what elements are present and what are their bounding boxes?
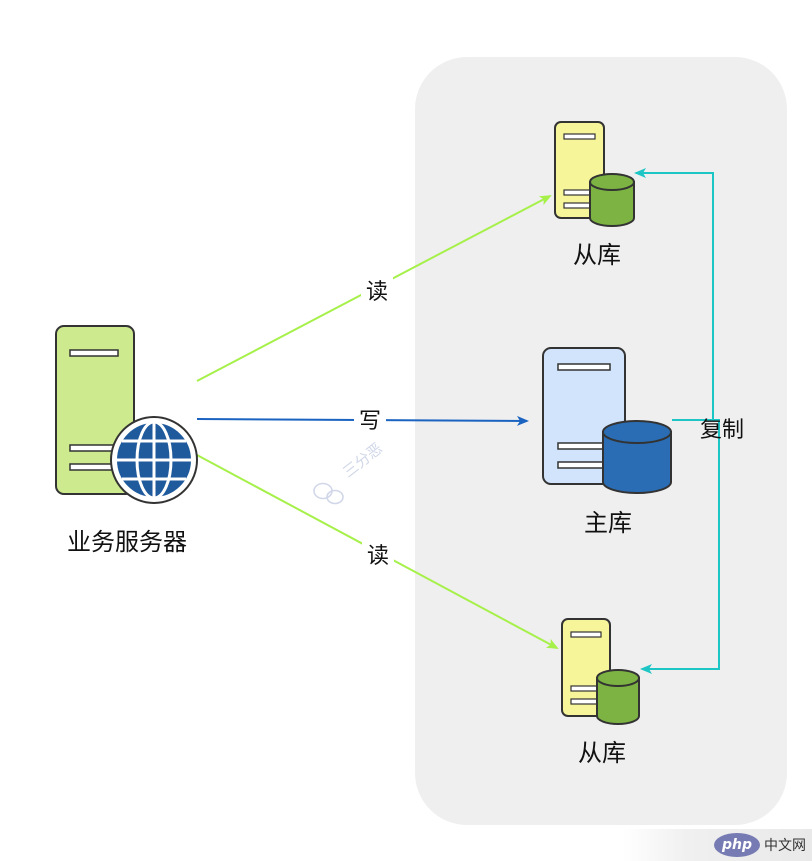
read-top-edge-label: 读: [366, 280, 388, 305]
replica-bottom-label: 从库: [578, 739, 626, 767]
replica-bottom-database-icon: [596, 669, 640, 725]
master-database-icon: [602, 420, 672, 494]
write-label-bg: [354, 405, 386, 435]
replicate-arrow-top: [634, 168, 714, 420]
app-server-label: 业务服务器: [67, 528, 187, 556]
replicate-edge-label: 复制: [700, 418, 744, 443]
watermark-text: 三分恶: [339, 439, 386, 481]
read-top-label-bg: [361, 276, 393, 306]
master-label: 主库: [584, 509, 632, 537]
php-site-badge: php 中文网: [622, 829, 812, 861]
write-edge-label: 写: [359, 409, 381, 434]
app-server-node: 业务服务器: [55, 325, 198, 556]
read-bottom-edge-label: 读: [367, 544, 389, 569]
php-logo: php: [714, 833, 760, 857]
replica-top-node: 从库: [554, 121, 635, 269]
read-bottom-label-bg: [362, 540, 394, 570]
replica-top-label: 从库: [573, 241, 621, 269]
watermark: 三分恶: [313, 439, 386, 505]
globe-icon: [110, 416, 198, 504]
replicate-arrow-bottom: [640, 419, 720, 674]
wechat-icon: [313, 482, 344, 505]
replica-top-database-icon: [589, 173, 635, 227]
php-site-text: 中文网: [764, 838, 806, 854]
replica-bottom-node: 从库: [561, 618, 640, 767]
master-node: 主库: [542, 347, 672, 537]
